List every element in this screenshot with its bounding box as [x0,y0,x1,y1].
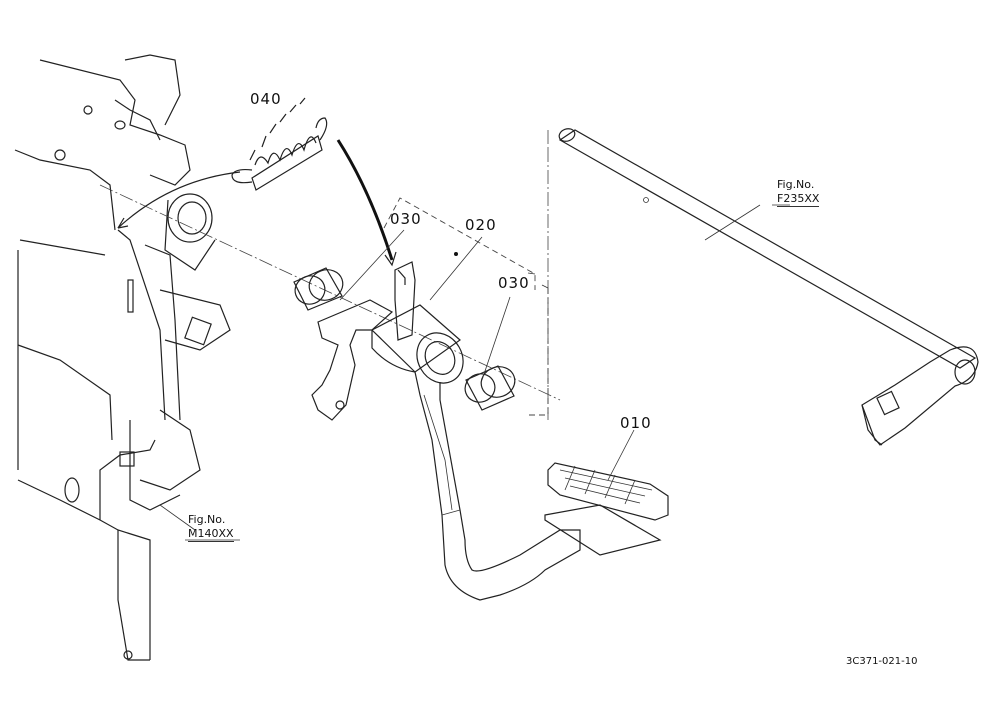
pedal-assembly [311,252,581,601]
leader-m140-frame [159,504,196,531]
frame-bracket [14,54,231,661]
figure-ref-m140-number: M140XX [188,527,234,542]
part-label-040: 040 [250,90,282,108]
leader-030-left [339,229,405,301]
figure-ref-f235-label: Fig.No. [777,178,815,191]
leader-010 [607,429,635,481]
part-label-030-right: 030 [498,274,530,292]
figure-ref-f235-number: F235XX [777,192,820,207]
leader-020 [429,236,483,301]
drawing-code: 3C371-021-10 [846,656,918,667]
figure-ref-m140: Fig.No. M140XX [188,513,234,542]
pedal-pad [544,462,669,556]
part-label-030-left: 030 [390,210,422,228]
figure-ref-m140-label: Fig.No. [188,513,226,526]
center-axis-line [99,184,561,401]
bushing-right [464,365,516,411]
cross-shaft [547,128,979,446]
bushing-left [293,267,344,311]
return-spring [117,97,397,267]
leader-030-right [481,296,511,381]
leader-f235-shaft [704,204,761,241]
part-label-010: 010 [620,414,652,432]
part-label-020: 020 [465,216,497,234]
figure-ref-f235: Fig.No. F235XX [777,178,820,207]
